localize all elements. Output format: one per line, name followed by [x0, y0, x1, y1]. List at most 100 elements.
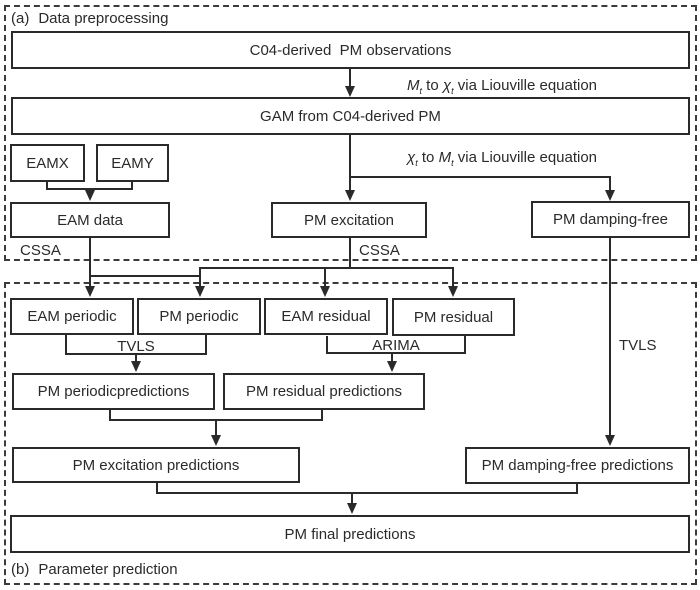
connector-to-pm-residual	[452, 267, 454, 287]
connector-gam-down	[349, 135, 351, 178]
arrowhead-to-eam-residual	[320, 286, 330, 297]
bracket-merge1-right	[321, 410, 323, 421]
bracket-final-bottom	[156, 492, 578, 494]
box-eam-data: EAM data	[10, 202, 170, 238]
connector-eamx-down	[46, 182, 48, 190]
box-pm-residual: PM residual	[392, 298, 515, 336]
connector-c04-to-gam	[349, 69, 351, 87]
connector-to-pm-excitation	[349, 176, 351, 191]
label-part-m2-sub: t	[451, 158, 454, 168]
box-pm-excitation: PM excitation	[271, 202, 427, 238]
box-eam-data-label: EAM data	[57, 211, 123, 229]
box-eamy-label: EAMY	[111, 154, 154, 172]
bracket-tvls-right	[205, 335, 207, 355]
bracket-final-right	[576, 484, 578, 494]
label-cssa-mid: CSSA	[359, 242, 400, 259]
arrowhead-to-pm-final	[347, 503, 357, 514]
box-gam-label: GAM from C04-derived PM	[260, 107, 441, 125]
box-eamx-label: EAMX	[26, 154, 69, 172]
arrowhead-to-pm-damping-free	[605, 190, 615, 201]
arrowhead-to-eam-data	[85, 190, 95, 201]
arrowhead-to-damping-free-pred	[605, 435, 615, 446]
box-eamx: EAMX	[10, 144, 85, 182]
section-b-prefix: (b)	[11, 561, 30, 578]
arrowhead-to-pm-periodic-pred	[131, 361, 141, 372]
arrowhead-to-pm-periodic	[195, 286, 205, 297]
connector-merge1-down	[215, 419, 217, 437]
box-pm-final-predictions: PM final predictions	[10, 515, 690, 553]
box-eam-residual: EAM residual	[264, 298, 388, 335]
connector-to-eam-residual	[324, 267, 326, 287]
connector-to-pm-damping-free	[609, 176, 611, 191]
label-part-m-sub: t	[419, 86, 423, 96]
section-a-title: Data preprocessing	[38, 10, 169, 27]
arrowhead-c04-to-gam	[345, 86, 355, 97]
connector-final-down	[351, 492, 353, 505]
box-pm-damping-free: PM damping-free	[531, 201, 690, 238]
box-eam-periodic-label: EAM periodic	[27, 308, 117, 325]
label-part-to: to	[422, 77, 443, 94]
label-m-to-chi: Mt to χt via Liouville equation	[407, 77, 598, 96]
box-pm-damping-free-predictions: PM damping-free predictions	[465, 447, 690, 484]
connector-bus-upper	[199, 267, 454, 269]
box-eamy: EAMY	[96, 144, 169, 182]
label-part-to2: to	[417, 149, 439, 166]
section-b-label: (b) Parameter prediction	[11, 561, 178, 579]
connector-damping-free-down	[609, 238, 611, 437]
section-b-title: Parameter prediction	[38, 561, 178, 578]
label-part-rest2: via Liouville equation	[453, 149, 598, 166]
box-pm-periodic: PM periodic	[137, 298, 261, 335]
box-pm-periodic-label: PM periodic	[159, 308, 239, 325]
bracket-final-left	[156, 483, 158, 494]
box-pm-residual-label: PM residual	[413, 308, 494, 326]
box-pm-excitation-label: PM excitation	[303, 211, 395, 229]
connector-pm-excitation-down	[349, 238, 351, 269]
label-part-chi: χ	[442, 77, 452, 94]
label-part-rest: via Liouville equation	[453, 77, 598, 94]
label-chi-to-m: χt to Mt via Liouville equation	[407, 149, 598, 168]
bracket-arima-bottom	[326, 352, 466, 354]
arrowhead-to-pm-excitation-pred	[211, 435, 221, 446]
connector-eam-data-down	[89, 238, 91, 288]
connector-tvls-down	[135, 353, 137, 362]
bracket-arima-left	[326, 336, 328, 354]
box-eam-residual-label: EAM residual	[281, 308, 371, 325]
box-pm-excitation-predictions-label: PM excitation predictions	[72, 456, 240, 474]
label-cssa-left: CSSA	[20, 242, 61, 259]
box-pm-residual-predictions: PM residual predictions	[223, 373, 425, 410]
box-c04-observations: C04-derived PM observations	[11, 31, 690, 69]
box-gam: GAM from C04-derived PM	[11, 97, 690, 135]
label-tvls-left: TVLS	[117, 338, 155, 355]
arrowhead-to-pm-excitation	[345, 190, 355, 201]
connector-bus-lower	[89, 275, 201, 277]
box-eam-periodic: EAM periodic	[10, 298, 134, 335]
box-pm-residual-predictions-label: PM residual predictions	[246, 383, 402, 400]
box-pm-periodic-predictions: PM periodicpredictions	[12, 373, 215, 410]
label-part-chi-sub: t	[451, 86, 454, 96]
label-part-m2: M	[438, 149, 452, 166]
connector-to-pm-periodic	[199, 275, 201, 287]
connector-arima-down	[391, 352, 393, 362]
box-pm-final-predictions-label: PM final predictions	[284, 525, 416, 543]
label-tvls-right: TVLS	[619, 337, 657, 354]
arrowhead-to-pm-residual-pred	[387, 361, 397, 372]
box-pm-damping-free-predictions-label: PM damping-free predictions	[481, 457, 674, 474]
label-part-chi2-sub: t	[415, 158, 418, 168]
bracket-tvls-left	[65, 335, 67, 355]
section-b-frame	[4, 282, 697, 585]
connector-gam-branch	[349, 176, 611, 178]
connector-bus-step	[199, 267, 201, 277]
connector-eamy-down	[131, 182, 133, 190]
bracket-arima-right	[464, 336, 466, 354]
box-pm-periodic-predictions-label: PM periodicpredictions	[37, 383, 190, 400]
label-arima: ARIMA	[372, 337, 420, 354]
label-part-chi2: χ	[407, 149, 416, 166]
box-pm-damping-free-label: PM damping-free	[552, 211, 669, 228]
box-pm-excitation-predictions: PM excitation predictions	[12, 447, 300, 483]
section-a-label: (a) Data preprocessing	[11, 10, 169, 28]
box-c04-observations-label: C04-derived PM observations	[249, 41, 452, 59]
section-a-prefix: (a)	[11, 10, 30, 27]
arrowhead-to-eam-periodic	[85, 286, 95, 297]
label-part-m: M	[407, 77, 420, 94]
